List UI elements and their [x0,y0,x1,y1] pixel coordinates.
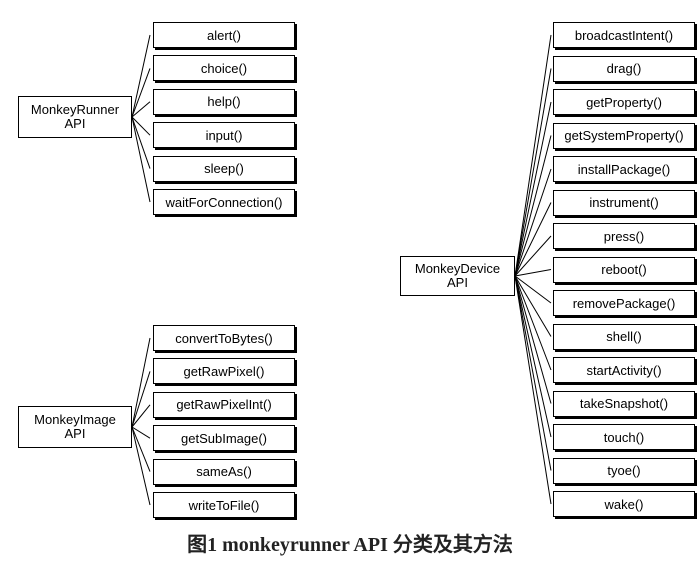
method-box-sameas: sameAs() [153,458,295,485]
connector-line [131,404,151,428]
connector-line [514,275,552,505]
method-box-alert: alert() [153,22,295,48]
method-box-getproperty: getProperty() [553,89,695,115]
monkeyimage-api-box: MonkeyImage API [18,406,132,448]
method-box-converttobytes: convertToBytes() [153,325,295,351]
connector-line [131,116,151,203]
monkeyrunner-api-title-line1: MonkeyRunner [30,102,120,117]
connector-line [131,337,151,428]
method-box-getsubimage: getSubImage() [153,425,295,452]
connector-line [131,371,151,428]
connector-line [131,426,151,439]
connector-line [131,68,151,118]
connector-line [514,235,552,277]
method-box-takesnapshot: takeSnapshot() [553,390,695,417]
method-box-help: help() [153,88,295,115]
connector-line [131,34,151,118]
monkeyrunner-api-box: MonkeyRunner API [18,96,132,138]
method-box-drag: drag() [553,55,695,82]
connector-line [514,101,552,277]
method-box-getrawpixelint: getRawPixelInt() [153,391,295,418]
connector-line [514,168,552,277]
method-box-startactivity: startActivity() [553,357,695,383]
method-box-broadcastintent: broadcastIntent() [553,22,695,48]
connector-line [514,269,552,277]
connector-line [514,34,552,277]
connector-line [131,426,151,472]
monkeydevice-api-box: MonkeyDevice API [400,256,515,296]
monkeyrunner-api-title-line2: API [64,116,86,131]
method-box-input: input() [153,122,295,149]
method-box-tyoe: tyoe() [553,457,695,484]
connector-line [514,275,552,404]
connector-line [514,275,552,337]
connector-line [514,202,552,277]
connector-line [514,275,552,471]
method-box-instrument: instrument() [553,189,695,216]
method-box-installpackage: installPackage() [553,156,695,182]
method-box-writetofile: writeToFile() [153,492,295,518]
connector-line [514,275,552,304]
method-box-shell: shell() [553,323,695,350]
method-box-sleep: sleep() [153,155,295,182]
figure-caption: 图1 monkeyrunner API 分类及其方法 [187,534,513,556]
monkeyimage-api-title-line1: MonkeyImage [34,412,116,427]
connector-line [131,426,151,506]
method-box-getsystemproperty: getSystemProperty() [553,122,695,149]
method-box-touch: touch() [553,424,695,450]
connector-line [131,101,151,118]
monkeydevice-api-title-line1: MonkeyDevice [414,261,501,276]
monkeydevice-api-title-line2: API [447,275,468,290]
connector-line [514,135,552,277]
method-box-getrawpixel: getRawPixel() [153,358,295,385]
method-box-removepackage: removePackage() [553,290,695,316]
connector-line [514,68,552,277]
method-box-choice: choice() [153,55,295,82]
method-box-wake: wake() [553,491,695,517]
method-box-waitforconnection: waitForConnection() [153,189,295,215]
method-box-press: press() [553,223,695,249]
monkeyimage-api-title-line2: API [64,426,86,441]
connector-line [514,275,552,438]
method-box-reboot: reboot() [553,256,695,283]
connector-line [131,116,151,169]
connector-line [131,116,151,136]
connector-line [514,275,552,371]
